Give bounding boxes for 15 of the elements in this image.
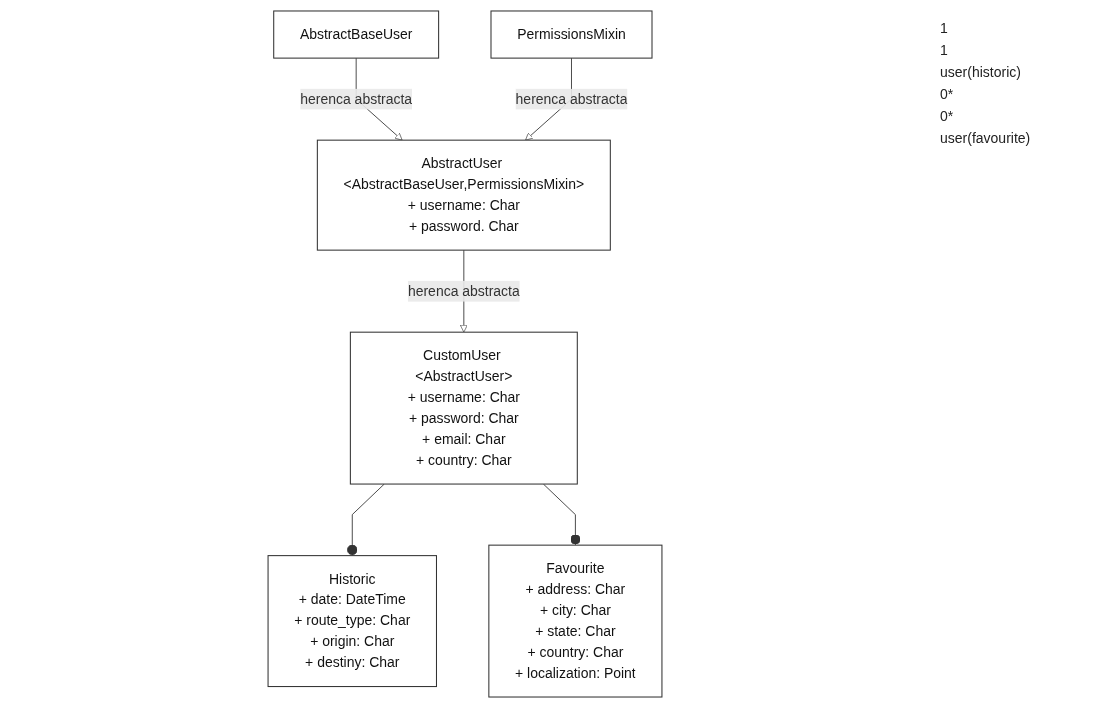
class-box: PermissionsMixin: [490, 10, 653, 59]
multiplicity-label: user(historic): [940, 64, 1021, 80]
edge-label: herenca abstracta: [407, 280, 520, 302]
multiplicity-label: 0*: [940, 108, 954, 124]
class-box: Historic + date: DateTime + route_type: Char + origin: Char + destiny: Char: [267, 555, 437, 688]
class-box: CustomUser <AbstractUser> + username: Char + password: Char + email: Char + country: Char: [349, 331, 578, 485]
edge-label: herenca abstracta: [515, 88, 628, 110]
multiplicity-label: user(favourite): [940, 130, 1031, 146]
class-box: Favourite + address: Char + city: Char + state: Char + country: Char + localization: Point: [488, 544, 663, 698]
multiplicity-label: 1: [940, 42, 948, 58]
multiplicity-label: 0*: [940, 86, 954, 102]
class-box: AbstractUser <AbstractBaseUser,PermissionsMixin> + username: Char + password. Char: [316, 139, 611, 251]
multiplicity-label: 1: [940, 20, 948, 36]
edge-label: herenca abstracta: [300, 88, 413, 110]
class-box: AbstractBaseUser: [273, 10, 440, 59]
